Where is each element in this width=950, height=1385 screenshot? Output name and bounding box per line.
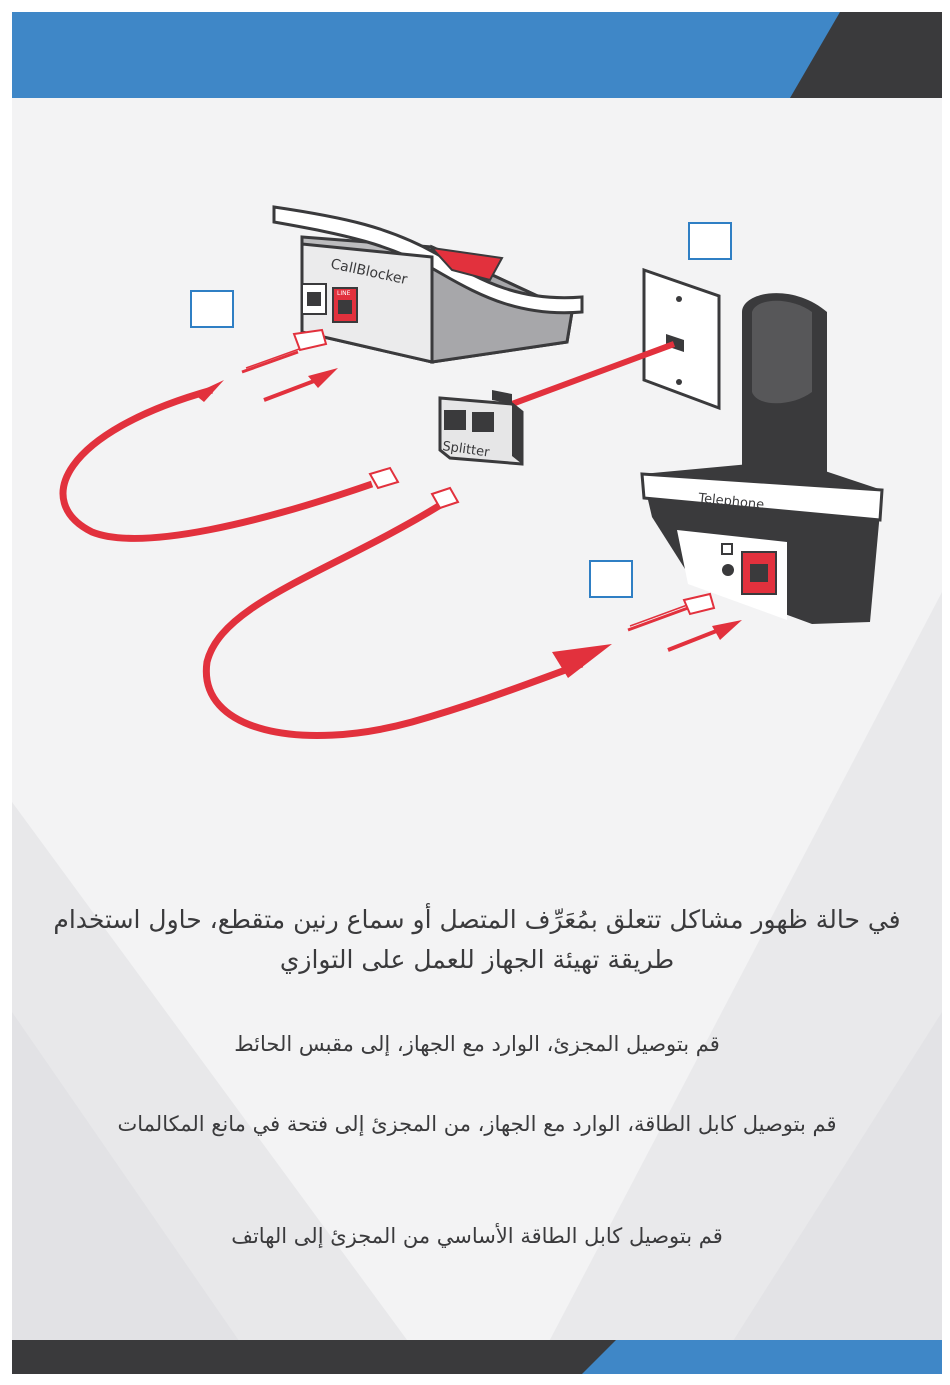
telephone-label: Telephone <box>697 491 765 513</box>
step-callout-box <box>688 222 732 260</box>
footer-band <box>12 1340 942 1374</box>
telephone: Telephone <box>640 293 884 624</box>
step-2-text: قم بتوصيل كابل الطاقة، الوارد مع الجهاز،… <box>117 1112 837 1136</box>
wall-cable <box>510 341 676 407</box>
callblocker-device: CallBlocker LINE <box>272 205 584 364</box>
manual-page: CallBlocker LINE Splitter <box>12 12 942 1374</box>
callblocker-cable <box>59 328 400 542</box>
step-3-text: قم بتوصيل كابل الطاقة الأساسي من المجزئ … <box>231 1224 723 1248</box>
step-1-text: قم بتوصيل المجزئ، الوارد مع الجهاز، إلى … <box>234 1032 720 1056</box>
step-callout-box <box>589 560 633 598</box>
wall-socket <box>642 267 721 411</box>
background-shapes <box>12 592 942 1374</box>
line-label: LINE <box>337 290 351 297</box>
header-band <box>12 12 942 98</box>
splitter: Splitter <box>438 390 524 466</box>
telephone-cable <box>202 486 742 739</box>
connection-diagram: CallBlocker LINE Splitter <box>12 12 942 812</box>
intro-paragraph: في حالة ظهور مشاكل تتعلق بمُعَرِّف المتص… <box>53 905 901 974</box>
splitter-label: Splitter <box>441 439 491 461</box>
step-callout-box <box>190 290 234 328</box>
